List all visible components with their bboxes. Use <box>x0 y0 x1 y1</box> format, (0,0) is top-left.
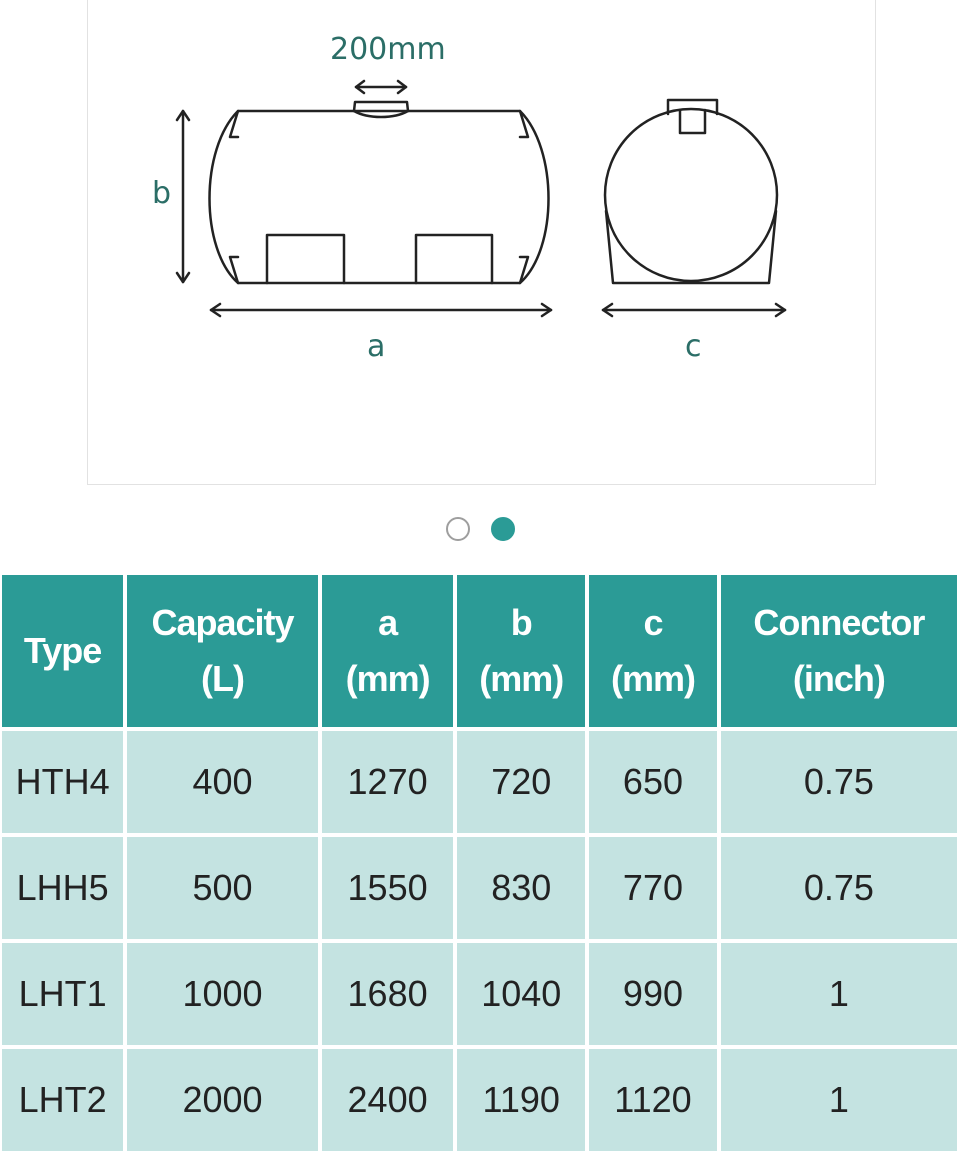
cell-c: 770 <box>589 837 717 939</box>
cell-b: 1190 <box>457 1049 586 1151</box>
cell-c: 1120 <box>589 1049 717 1151</box>
cell-type: LHT1 <box>2 943 124 1045</box>
cell-capacity: 1000 <box>127 943 318 1045</box>
table-row: HTH4 400 1270 720 650 0.75 <box>2 731 957 833</box>
header-type: Type <box>2 575 124 727</box>
carousel-dot-1[interactable] <box>446 517 470 541</box>
nozzle-width-arrow <box>354 79 408 95</box>
tank-end-view <box>603 98 779 285</box>
cell-capacity: 2000 <box>127 1049 318 1151</box>
header-b: b(mm) <box>457 575 586 727</box>
header-a: a(mm) <box>321 575 454 727</box>
length-label: a <box>367 329 386 364</box>
cell-b: 830 <box>457 837 586 939</box>
cell-type: LHT2 <box>2 1049 124 1151</box>
table-row: LHT2 2000 2400 1190 1120 1 <box>2 1049 957 1151</box>
carousel-dot-2-active[interactable] <box>491 517 515 541</box>
cell-b: 1040 <box>457 943 586 1045</box>
cell-connector: 0.75 <box>720 837 957 939</box>
header-c: c(mm) <box>589 575 717 727</box>
cell-connector: 1 <box>720 943 957 1045</box>
tank-side-view <box>208 100 550 285</box>
cell-connector: 0.75 <box>720 731 957 833</box>
table-header-row: Type Capacity(L) a(mm) b(mm) c(mm) Conne… <box>2 575 957 727</box>
height-arrow <box>175 109 191 284</box>
cell-c: 650 <box>589 731 717 833</box>
length-arrow <box>209 302 553 318</box>
cell-a: 1550 <box>321 837 454 939</box>
cell-type: HTH4 <box>2 731 124 833</box>
cell-b: 720 <box>457 731 586 833</box>
cell-capacity: 400 <box>127 731 318 833</box>
table-row: LHH5 500 1550 830 770 0.75 <box>2 837 957 939</box>
cell-a: 1680 <box>321 943 454 1045</box>
cell-a: 2400 <box>321 1049 454 1151</box>
cell-capacity: 500 <box>127 837 318 939</box>
tank-diagram-card: 200mm b a c <box>87 0 876 485</box>
width-label: c <box>685 329 702 364</box>
header-capacity: Capacity(L) <box>127 575 318 727</box>
spec-table: Type Capacity(L) a(mm) b(mm) c(mm) Conne… <box>0 571 961 1155</box>
cell-a: 1270 <box>321 731 454 833</box>
cell-c: 990 <box>589 943 717 1045</box>
width-arrow <box>601 302 787 318</box>
cell-type: LHH5 <box>2 837 124 939</box>
carousel-pagination <box>0 517 961 545</box>
header-connector: Connector(inch) <box>720 575 957 727</box>
cell-connector: 1 <box>720 1049 957 1151</box>
height-label: b <box>152 176 172 211</box>
table-row: LHT1 1000 1680 1040 990 1 <box>2 943 957 1045</box>
nozzle-width-label: 200mm <box>330 32 446 67</box>
tank-dimension-diagram <box>175 79 787 318</box>
